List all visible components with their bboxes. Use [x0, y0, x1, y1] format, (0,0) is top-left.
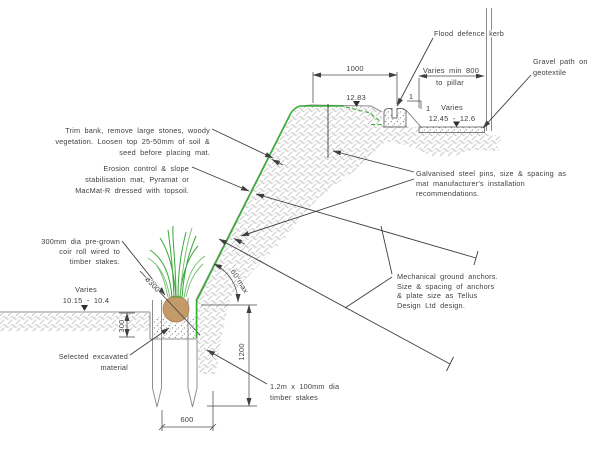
bank-section-fill	[196, 105, 503, 374]
dim-800-text2: to pillar	[436, 78, 464, 87]
left-ground-fill	[0, 313, 150, 331]
dim-600-text: 600	[180, 415, 193, 424]
gravel-line1: Gravel path on	[533, 57, 588, 66]
bank-level-triangle	[81, 305, 88, 311]
gravel-line2: geotextile	[533, 68, 566, 77]
level-marker-berm: 12.83	[345, 92, 367, 107]
path-level-text2: 12.45 - 12.6	[429, 114, 475, 123]
flood-kerb-leader	[396, 37, 434, 107]
dim-1200-text: 1200	[237, 343, 246, 361]
slope-pin-1	[271, 159, 284, 166]
erosion-mat-green-lines	[195, 105, 383, 338]
dimension-varies-800: Varies min 800 to pillar	[418, 65, 485, 108]
bank-level-text2: 10.15 - 10.4	[63, 296, 109, 305]
flood-defence-kerb-block	[383, 108, 407, 128]
label-gravel-path: Gravel path on geotextile	[532, 56, 589, 78]
one-to-one-batter-line	[405, 109, 422, 128]
pins-leader-slope	[240, 178, 415, 237]
timber-stake-front	[187, 298, 198, 408]
path-level-text1: Varies	[441, 103, 463, 112]
grass-blades-dark	[149, 225, 199, 299]
erosion-leader	[191, 166, 250, 192]
anchors-line4: Design Ltd design.	[397, 301, 465, 310]
gravel-leader	[482, 74, 532, 129]
erosion-line3: MacMat-R dressed with topsoil.	[75, 186, 189, 195]
label-trim-bank: Trim bank, remove large stones, woody ve…	[54, 125, 211, 158]
dim-800-text: Varies min 800	[423, 66, 479, 75]
dim-1000-text: 1000	[346, 64, 364, 73]
anchors-line1: Mechanical ground anchors.	[397, 272, 498, 281]
anchors-line3: & plate size as Tellus	[397, 291, 478, 300]
pins-leader-berm	[332, 150, 415, 173]
bank-hatch-body	[0, 105, 503, 374]
label-excavated: Selected excavated material	[58, 351, 129, 373]
slope-pin-2	[233, 238, 245, 245]
mat-line-dashed	[345, 106, 383, 126]
pins-line2: mat manufacturer's installation	[416, 179, 525, 188]
anchors-label-connectors	[344, 225, 393, 309]
dimension-1000: 1000	[312, 63, 398, 104]
label-erosion-mat: Erosion control & slope stabilisation ma…	[74, 163, 190, 196]
trim-bank-line1: Trim bank, remove large stones, woody	[65, 126, 210, 135]
anchor-plate-lower	[446, 356, 454, 372]
grass-blades-light	[147, 227, 206, 299]
berm-level-triangle	[353, 101, 360, 107]
dimension-300: 300	[116, 312, 135, 338]
stakes-line2: timber stakes	[270, 393, 318, 402]
erosion-line2: stabilisation mat, Pyramat or	[85, 175, 189, 184]
stakes-leader	[206, 349, 268, 385]
leader-lines	[121, 37, 532, 385]
bank-level-text1: Varies	[75, 285, 97, 294]
erosion-line1: Erosion control & slope	[103, 164, 189, 173]
anchor-rod-lower	[218, 238, 451, 365]
label-flood-kerb: Flood defence kerb	[434, 29, 504, 38]
label-steel-pins: Galvanised steel pins, size & spacing as…	[415, 168, 567, 199]
anchors-line2: Size & spacing of anchors	[397, 282, 495, 291]
ground-anchors	[218, 193, 479, 372]
slope-ratio-h: 1	[409, 92, 413, 101]
timber-stake-back	[152, 300, 162, 408]
grass-tuft	[147, 225, 206, 299]
stakes-line1: 1.2m x 100mm dia	[270, 382, 340, 391]
trim-bank-leader	[211, 128, 274, 159]
gravel-path-strip	[418, 126, 485, 133]
anchor-rod-upper	[255, 193, 477, 259]
anchor-plate-upper	[473, 250, 479, 266]
level-marker-path: Varies 12.45 - 12.6	[428, 102, 476, 127]
trench-outline	[149, 312, 196, 340]
mat-line-slope	[196, 105, 344, 301]
berm-level-text: 12.83	[346, 93, 366, 102]
level-marker-bank: Varies 10.15 - 10.4	[62, 284, 110, 311]
dim-300-text: 300	[117, 319, 126, 332]
coir-line1: 300mm dia pre-grown	[41, 237, 120, 246]
coir-line2: coir roll wired to	[59, 247, 120, 256]
excavated-leader	[129, 327, 170, 356]
pillar-lines	[486, 8, 492, 131]
pins-line1: Galvanised steel pins, size & spacing as	[416, 169, 566, 178]
slope-angle-arc	[213, 263, 241, 303]
roll-diameter-leader-line	[139, 270, 201, 336]
dim-600-extensions	[161, 391, 214, 431]
trim-bank-line2: vegetation. Loosen top 25-50mm of soil &	[55, 137, 210, 146]
excavated-line1: Selected excavated	[59, 352, 128, 361]
dimension-1200: 1200	[201, 304, 257, 407]
slope-ratio-v: 1	[426, 104, 430, 113]
label-ground-anchors: Mechanical ground anchors. Size & spacin…	[396, 271, 499, 311]
coir-leader	[121, 240, 166, 296]
label-coir-roll: 300mm dia pre-grown coir roll wired to t…	[40, 236, 121, 267]
excavated-line2: material	[100, 363, 128, 372]
dimension-600: 600	[158, 391, 217, 431]
coir-line3: timber stakes.	[70, 257, 120, 266]
pins-line3: recommendations.	[416, 189, 479, 198]
trim-bank-line3: seed before placing mat.	[119, 148, 210, 157]
steel-pins-marks	[233, 104, 329, 245]
path-level-triangle	[453, 121, 460, 127]
label-timber-stakes: 1.2m x 100mm dia timber stakes	[269, 381, 341, 403]
dim-600-ticks	[158, 423, 217, 431]
timber-stakes	[152, 298, 198, 408]
